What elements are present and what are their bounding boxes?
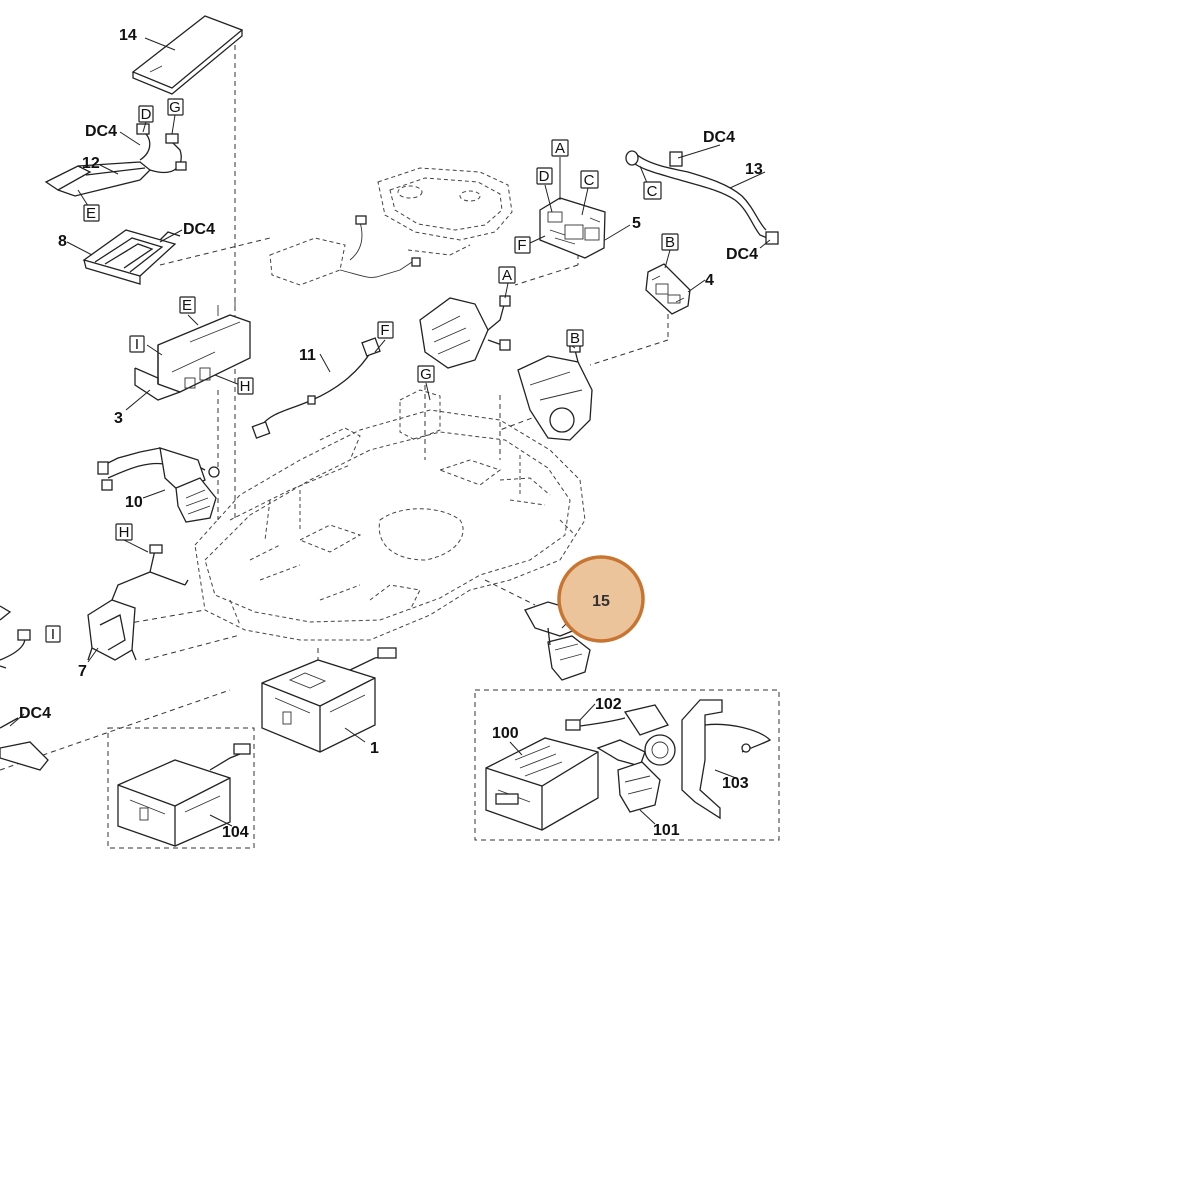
option-box-104 (107, 727, 255, 849)
highlight-marker-part-15[interactable]: 15 (557, 555, 645, 643)
dc4-label-harness-top: DC4 (703, 129, 735, 146)
connector-label-d-left[interactable]: D (138, 105, 154, 123)
part-102-gear-module[interactable] (565, 704, 676, 766)
part-number-11[interactable]: 11 (299, 347, 316, 364)
svg-text:A: A (555, 140, 565, 157)
part-12-harness[interactable] (44, 123, 187, 197)
connector-label-e-left[interactable]: E (83, 204, 100, 222)
part-5-circuit-board[interactable] (539, 197, 606, 259)
connector-label-f-cable[interactable]: F (377, 321, 394, 339)
svg-text:F: F (380, 322, 389, 339)
part-7-mount[interactable] (87, 544, 189, 661)
part-number-103[interactable]: 103 (722, 775, 749, 792)
connector-label-b-motor[interactable]: B (566, 329, 584, 347)
svg-text:I: I (135, 336, 139, 353)
part-number-12[interactable]: 12 (82, 155, 100, 172)
svg-text:F: F (517, 237, 526, 254)
part-number-labels: 14 12 8 3 11 10 7 5 13 4 1 104 100 102 1… (58, 27, 763, 841)
connector-labels: D G E E I H F G (45, 98, 679, 643)
part-number-10[interactable]: 10 (125, 494, 143, 511)
part-11-cable[interactable] (251, 337, 381, 439)
left-edge-partial-parts (0, 605, 49, 771)
dc4-label-left-bottom: DC4 (19, 705, 51, 722)
svg-text:D: D (141, 106, 152, 123)
part-101-bracket[interactable] (596, 739, 661, 813)
part-100-battery-pack[interactable] (485, 737, 599, 831)
svg-text:B: B (570, 330, 580, 347)
connector-label-h-bracket[interactable]: H (237, 377, 254, 395)
part-number-8[interactable]: 8 (58, 233, 67, 250)
svg-text:E: E (86, 205, 96, 222)
dc4-label-harness-bottom: DC4 (726, 246, 758, 263)
chassis-outline (194, 389, 586, 641)
blade-motor[interactable] (419, 295, 511, 369)
connector-label-b-board[interactable]: B (661, 233, 679, 251)
connector-label-i-left[interactable]: I (45, 625, 61, 643)
part-number-101[interactable]: 101 (653, 822, 680, 839)
dc4-label-bundle: DC4 (183, 221, 215, 238)
part-number-1[interactable]: 1 (370, 740, 379, 757)
svg-text:I: I (51, 626, 55, 643)
drive-motor[interactable] (517, 343, 593, 441)
top-housing-outline (269, 167, 513, 286)
part-104-battery[interactable] (117, 743, 251, 847)
part-1-battery[interactable] (261, 647, 397, 753)
part-number-5[interactable]: 5 (632, 215, 641, 232)
part-number-3[interactable]: 3 (114, 410, 123, 427)
part-number-15[interactable]: 15 (592, 593, 610, 610)
part-number-100[interactable]: 100 (492, 725, 519, 742)
part-10-motor[interactable] (97, 447, 220, 523)
dc4-labels: DC4 DC4 DC4 DC4 DC4 (19, 123, 758, 722)
dc4-label-left-top: DC4 (85, 123, 117, 140)
svg-text:G: G (420, 366, 432, 383)
connector-label-i-bracket[interactable]: I (129, 335, 145, 353)
connector-label-a-motor[interactable]: A (498, 266, 516, 284)
connector-label-a-board[interactable]: A (551, 139, 569, 157)
connector-label-c-board[interactable]: C (580, 170, 599, 189)
svg-text:B: B (665, 234, 675, 251)
part-number-4[interactable]: 4 (705, 272, 714, 289)
connector-label-g-top[interactable]: G (167, 98, 184, 116)
part-number-13[interactable]: 13 (745, 161, 763, 178)
svg-text:H: H (119, 524, 130, 541)
connector-label-c-harness[interactable]: C (643, 181, 662, 200)
svg-text:D: D (539, 168, 550, 185)
part-number-104[interactable]: 104 (222, 824, 249, 841)
connector-label-e-bracket[interactable]: E (179, 296, 196, 314)
svg-text:C: C (584, 172, 595, 189)
part-8-cable-bundle[interactable] (82, 229, 181, 285)
part-number-102[interactable]: 102 (595, 696, 622, 713)
connector-label-g-motor[interactable]: G (417, 365, 435, 383)
connector-label-h-mount[interactable]: H (115, 523, 133, 541)
svg-text:A: A (502, 267, 512, 284)
svg-text:E: E (182, 297, 192, 314)
part-number-7[interactable]: 7 (78, 663, 87, 680)
connector-label-f-board[interactable]: F (514, 236, 531, 254)
part-103-flex-cable[interactable] (681, 699, 772, 820)
option-box-100-103 (474, 689, 780, 841)
part-4-circuit-board[interactable] (645, 263, 691, 315)
svg-text:C: C (647, 183, 658, 200)
svg-text:G: G (169, 99, 181, 116)
svg-text:H: H (240, 378, 251, 395)
connector-label-d-board[interactable]: D (536, 167, 553, 185)
part-number-14[interactable]: 14 (119, 27, 137, 44)
part-14-cover[interactable] (131, 15, 244, 95)
